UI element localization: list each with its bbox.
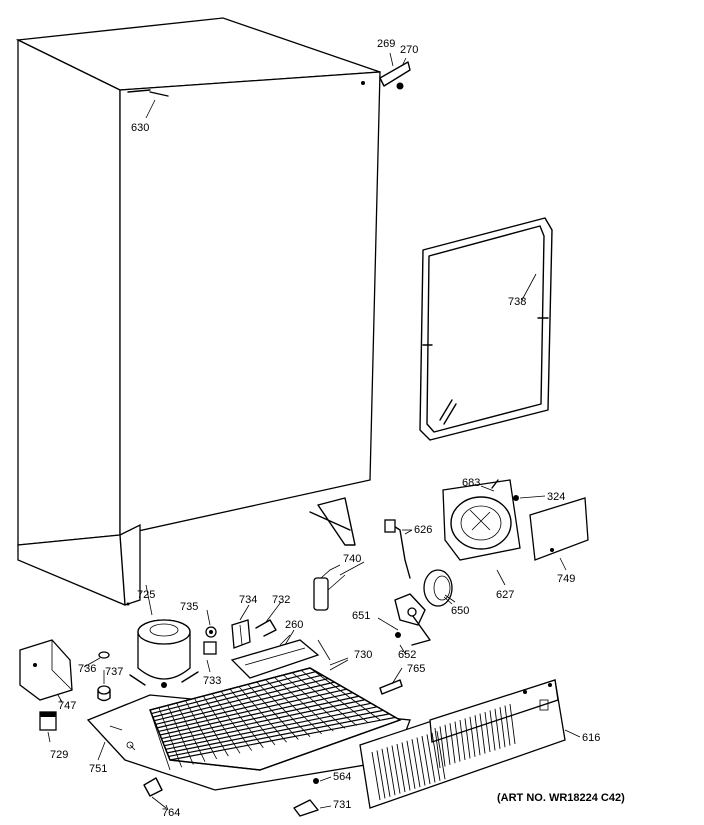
part-324-screw: [513, 495, 546, 501]
label-260: 260: [285, 619, 303, 631]
label-324: 324: [547, 491, 565, 503]
label-683: 683: [462, 477, 480, 489]
art-number: (ART NO. WR18224 C42): [497, 792, 625, 804]
label-765: 765: [407, 663, 425, 675]
label-732: 732: [272, 594, 290, 606]
part-749-cover-plate: [529, 497, 589, 571]
label-630: 630: [131, 122, 149, 134]
part-725-compressor: [129, 619, 199, 688]
leader-lines: [47, 485, 495, 811]
part-651-fan-blade: [377, 593, 431, 646]
label-725: 725: [137, 589, 155, 601]
label-650: 650: [451, 605, 469, 617]
part-740-thermostat: [313, 564, 346, 611]
label-564: 564: [333, 771, 351, 783]
part-738-gasket: [419, 217, 553, 441]
part-747-electrical-box: [19, 639, 73, 703]
label-738: 738: [508, 296, 526, 308]
part-731-spring-clip: [293, 799, 332, 817]
label-270: 270: [400, 44, 418, 56]
label-735: 735: [180, 601, 198, 613]
part-765-clip: [379, 679, 403, 695]
label-616: 616: [582, 732, 600, 744]
part-736-clip: [98, 651, 110, 659]
part-260-drain-pan-bracket: [230, 634, 320, 679]
label-736: 736: [78, 663, 96, 675]
part-labels: 269 270 630 738 683 324 626 740 749 627 …: [50, 38, 625, 819]
part-732-clip: [255, 619, 277, 637]
part-735-grommet: [205, 626, 217, 638]
part-564-screw: [313, 776, 332, 784]
part-729-capacitor: [39, 711, 57, 731]
part-652-nut: [395, 632, 401, 638]
part-627-fan-shroud: [442, 479, 521, 586]
part-650-fan-motor: [423, 569, 456, 607]
label-626: 626: [414, 524, 432, 536]
label-269: 269: [377, 38, 395, 50]
label-734: 734: [239, 594, 257, 606]
part-737-cap: [97, 685, 111, 702]
part-764-clip: [143, 777, 167, 809]
label-740: 740: [343, 553, 361, 565]
label-651: 651: [352, 610, 370, 622]
label-749: 749: [557, 573, 575, 585]
part-626-wire-harness: [384, 519, 412, 579]
label-733: 733: [203, 675, 221, 687]
label-729: 729: [50, 749, 68, 761]
label-737: 737: [105, 666, 123, 678]
label-764: 764: [162, 807, 180, 819]
label-627: 627: [496, 589, 514, 601]
label-730: 730: [354, 649, 372, 661]
part-730-condenser-coil: [149, 639, 402, 771]
refrigerator-cabinet: [15, 17, 381, 606]
label-731: 731: [333, 799, 351, 811]
part-269-hinge-pin: [379, 52, 411, 90]
label-751: 751: [89, 763, 107, 775]
label-747: 747: [58, 700, 76, 712]
part-733-relay: [203, 641, 217, 655]
part-734-overload: [231, 619, 251, 649]
part-616-grille: [359, 679, 581, 809]
label-652: 652: [398, 649, 416, 661]
